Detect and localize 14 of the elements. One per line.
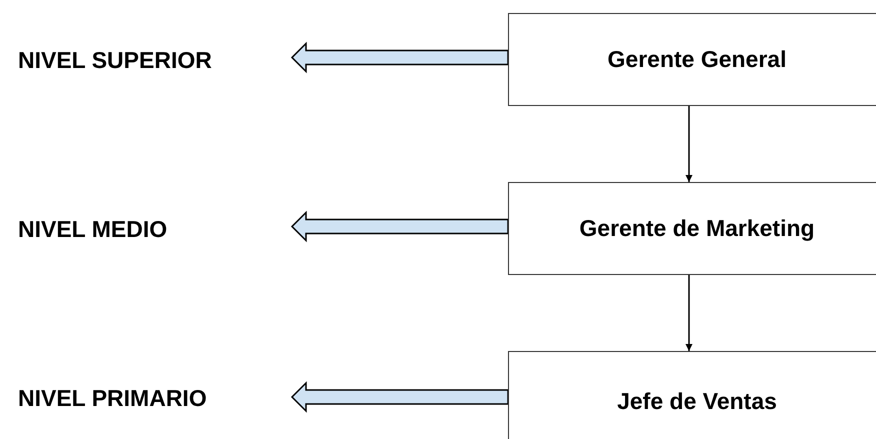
position-title: Jefe de Ventas [617, 388, 777, 414]
position-box [508, 13, 876, 106]
position-title: Gerente General [608, 46, 786, 73]
block-arrow [290, 42, 509, 74]
position-box [508, 351, 876, 439]
position-title: Gerente de Marketing [579, 215, 815, 242]
arrow [686, 106, 692, 182]
position-box [508, 182, 876, 275]
block-arrow [290, 381, 509, 413]
block-arrow [290, 210, 509, 242]
level-label: NIVEL SUPERIOR [18, 46, 212, 74]
arrow [686, 275, 692, 351]
level-label: NIVEL MEDIO [18, 216, 168, 242]
level-label: NIVEL PRIMARIO [18, 384, 207, 412]
